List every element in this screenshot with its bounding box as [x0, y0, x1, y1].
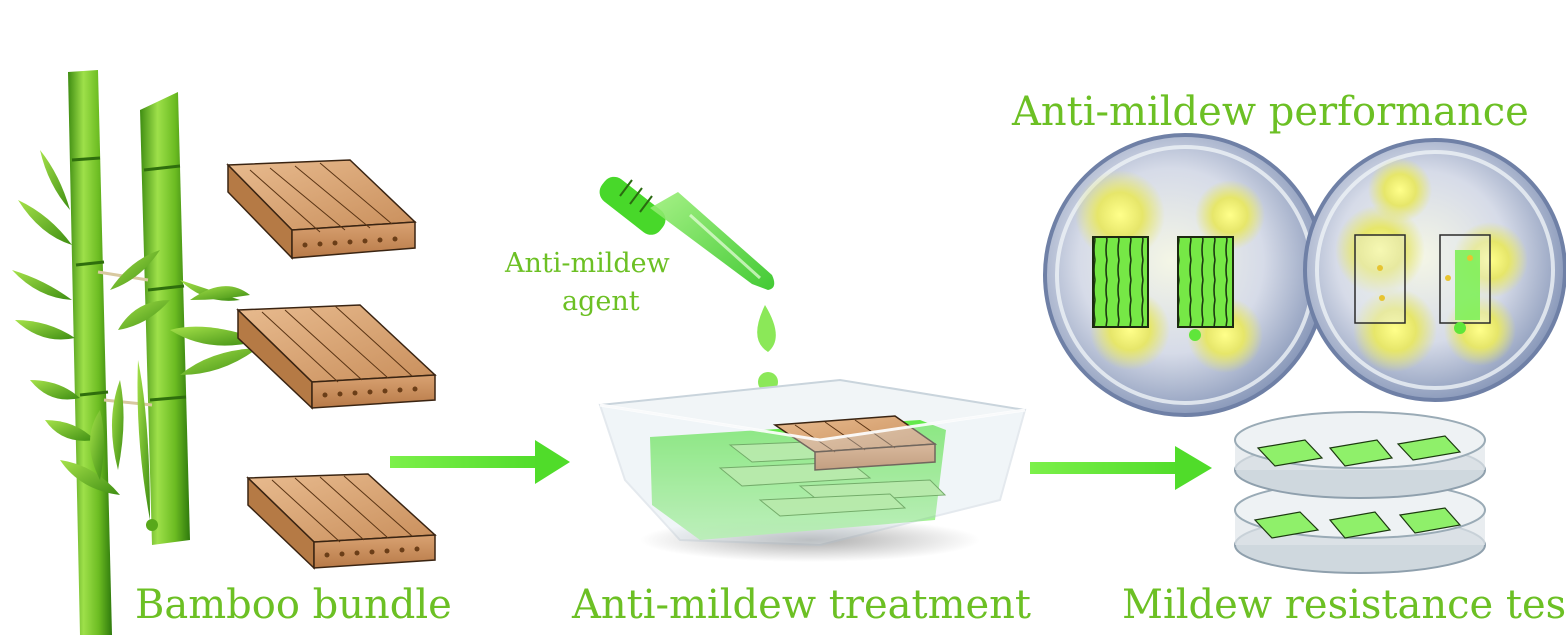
bundle-top [226, 159, 417, 260]
bundle-middle [236, 304, 437, 410]
bamboo-stalk-icon [12, 70, 262, 635]
arrow-right-icon [1030, 446, 1212, 490]
dropper-icon [599, 176, 778, 392]
label-bamboo-bundle: Bamboo bundle [135, 582, 452, 628]
label-anti-mildew-performance: Anti-mildew performance [1011, 89, 1529, 135]
label-anti-mildew-agent-line1: Anti-mildew [504, 248, 670, 279]
arrow-right-icon [390, 440, 570, 484]
label-anti-mildew-treatment: Anti-mildew treatment [571, 582, 1031, 628]
bamboo-bundle-icon [226, 159, 437, 570]
label-anti-mildew-agent-line2: agent [562, 286, 640, 317]
treatment-tray-icon [598, 378, 1027, 562]
label-mildew-resistance-test: Mildew resistance test [1122, 582, 1566, 628]
petri-dish-icon [1043, 133, 1327, 417]
petri-dish-icon [1234, 411, 1486, 574]
bundle-bottom [246, 473, 437, 570]
petri-dish-icon [1303, 138, 1566, 402]
